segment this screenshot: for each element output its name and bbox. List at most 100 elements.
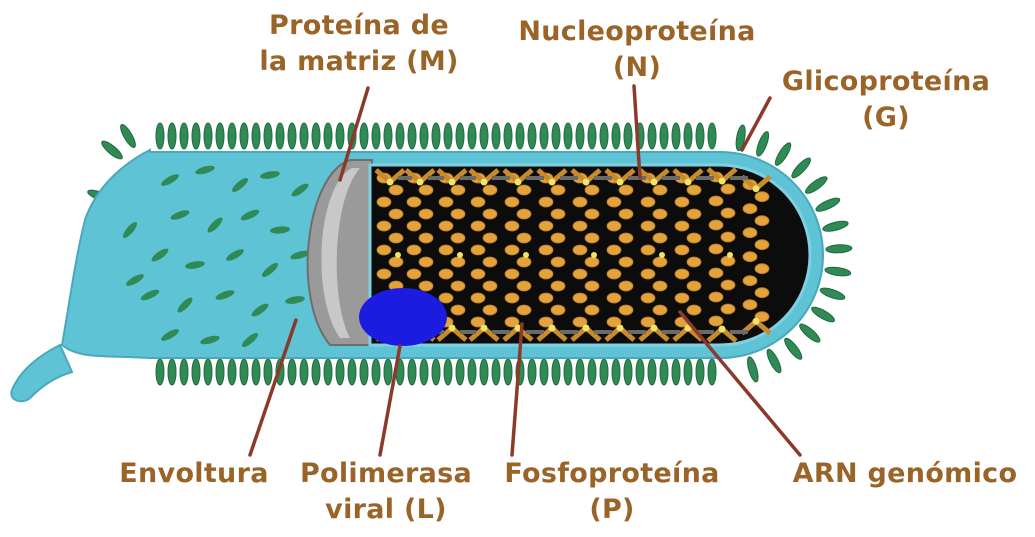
nucleoprotein-bead [451, 185, 465, 195]
nucleoprotein-bead [419, 209, 433, 219]
nucleoprotein-bead [505, 221, 519, 231]
label-line: Glicoproteína [768, 64, 1004, 100]
phosphoprotein-dot [481, 179, 488, 186]
nucleoprotein-bead [743, 252, 757, 262]
phosphoprotein-dot [651, 325, 658, 332]
glycoprotein-spike [782, 336, 804, 361]
glycoprotein-spike [456, 123, 464, 149]
glycoprotein-spike [312, 123, 320, 149]
glycoprotein-spike [708, 359, 716, 385]
nucleoprotein-bead [471, 221, 485, 231]
nucleoprotein-bead [743, 204, 757, 214]
nucleoprotein-bead [675, 293, 689, 303]
glycoprotein-spike [192, 123, 200, 149]
nucleoprotein-bead [709, 196, 723, 206]
glycoprotein-spike [492, 359, 500, 385]
nucleoprotein-bead [517, 305, 531, 315]
nucleoprotein-bead [539, 293, 553, 303]
nucleoprotein-bead [687, 233, 701, 243]
glycoprotein-spike [216, 123, 224, 149]
glycoprotein-spike [432, 123, 440, 149]
nucleoprotein-bead [517, 281, 531, 291]
nucleoprotein-bead [721, 232, 735, 242]
glycoprotein-spike [360, 359, 368, 385]
nucleoprotein-bead [619, 233, 633, 243]
glycoprotein-spike [624, 359, 632, 385]
nucleoprotein-bead [619, 257, 633, 267]
nucleoprotein-bead [389, 185, 403, 195]
nucleoprotein-bead [573, 293, 587, 303]
glycoprotein-spike [552, 359, 560, 385]
glycoprotein-spike [797, 322, 822, 345]
nucleoprotein-bead [551, 257, 565, 267]
glycoprotein-spike [372, 123, 380, 149]
phosphoprotein-dot [395, 252, 401, 258]
phosphoprotein-dot [617, 179, 624, 186]
label-envelope: Envoltura [104, 456, 284, 492]
glycoprotein-spike [276, 123, 284, 149]
nucleoprotein-bead [619, 281, 633, 291]
glycoprotein-spike [300, 359, 308, 385]
glycoprotein-spike [300, 123, 308, 149]
nucleoprotein-bead [483, 233, 497, 243]
nucleoprotein-bead [653, 185, 667, 195]
nucleoprotein-bead [755, 192, 769, 202]
nucleoprotein-bead [641, 269, 655, 279]
glycoprotein-spike [789, 156, 813, 180]
nucleoprotein-bead [517, 185, 531, 195]
glycoprotein-spike [180, 359, 188, 385]
glycoprotein-spike [600, 359, 608, 385]
glycoprotein-spike [444, 123, 452, 149]
phosphoprotein-dot [685, 179, 692, 186]
nucleoprotein-bead [585, 257, 599, 267]
phosphoprotein-dot [417, 179, 424, 186]
phosphoprotein-dot [727, 252, 733, 258]
glycoprotein-spike [396, 123, 404, 149]
nucleoprotein-bead [755, 216, 769, 226]
glycoprotein-spike [504, 359, 512, 385]
nucleoprotein-bead [641, 245, 655, 255]
nucleoprotein-bead [709, 268, 723, 278]
envelope-tail [11, 345, 72, 401]
glycoprotein-spike [444, 359, 452, 385]
phosphoprotein-dot [481, 325, 488, 332]
nucleoprotein-bead [439, 293, 453, 303]
glycoprotein-spike [819, 286, 846, 302]
nucleoprotein-bead [377, 221, 391, 231]
glycoprotein-spike [118, 123, 138, 150]
phosphoprotein-dot [753, 185, 760, 192]
nucleoprotein-bead [505, 269, 519, 279]
nucleoprotein-bead [573, 197, 587, 207]
nucleoprotein-bead [419, 257, 433, 267]
nucleoprotein-bead [721, 256, 735, 266]
glycoprotein-spike [384, 359, 392, 385]
glycoprotein-spike [540, 359, 548, 385]
glycoprotein-spike [672, 123, 680, 149]
nucleoprotein-bead [607, 293, 621, 303]
nucleoprotein-bead [377, 245, 391, 255]
nucleoprotein-bead [653, 233, 667, 243]
nucleoprotein-bead [551, 281, 565, 291]
glycoprotein-spike [432, 359, 440, 385]
nucleoprotein-bead [407, 269, 421, 279]
nucleoprotein-bead [539, 245, 553, 255]
glycoprotein-spike [204, 359, 212, 385]
glycoprotein-spike [156, 359, 164, 385]
glycoprotein-spike [612, 123, 620, 149]
nucleoprotein-bead [407, 221, 421, 231]
nucleoprotein-bead [551, 233, 565, 243]
glycoprotein-spike [528, 123, 536, 149]
glycoprotein-spike [288, 123, 296, 149]
nucleoprotein-bead [377, 269, 391, 279]
nucleoprotein-bead [551, 185, 565, 195]
nucleoprotein-bead [505, 293, 519, 303]
label-line: (P) [490, 492, 734, 528]
glycoprotein-spike [684, 123, 692, 149]
nucleoprotein-bead [675, 197, 689, 207]
nucleoprotein-bead [471, 269, 485, 279]
nucleoprotein-bead [407, 197, 421, 207]
glycoprotein-spike [156, 123, 164, 149]
nucleoprotein-bead [687, 185, 701, 195]
nucleoprotein-bead [419, 185, 433, 195]
